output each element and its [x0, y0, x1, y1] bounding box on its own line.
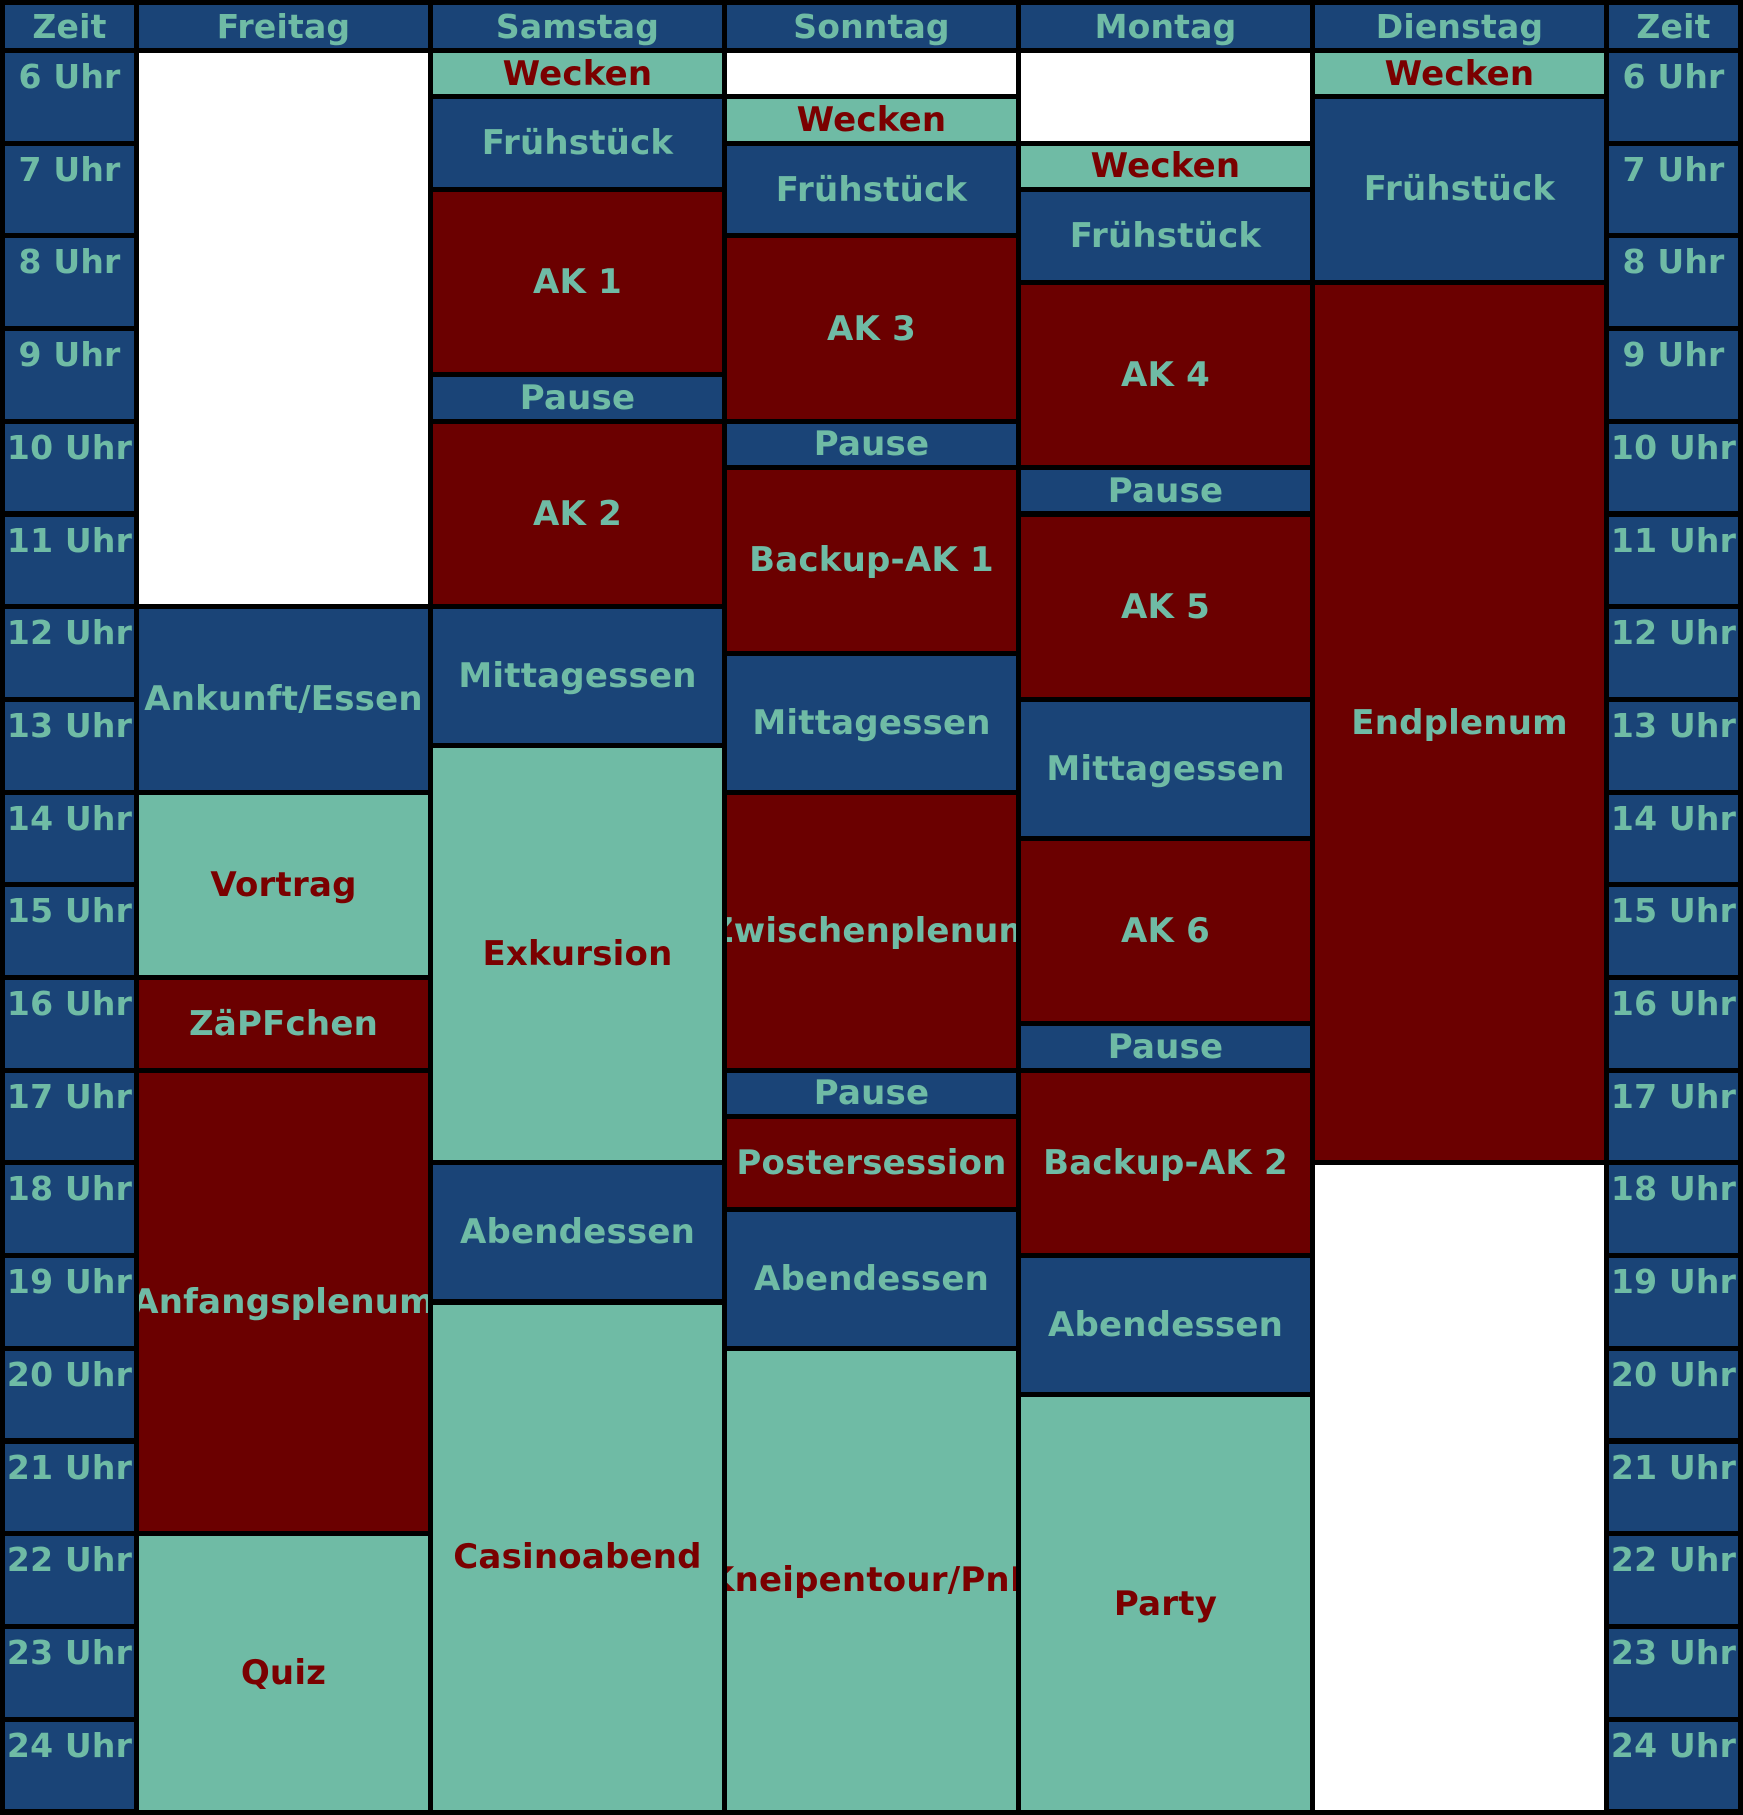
time-label-right-16: 16 Uhr: [1609, 980, 1738, 1068]
time-label-right-14: 14 Uhr: [1609, 794, 1738, 883]
event-freitag-anfangsplenum: Anfangsplenum: [139, 1072, 428, 1532]
time-label-left-17: 17 Uhr: [5, 1072, 134, 1161]
time-label-left-7: 7 Uhr: [5, 145, 134, 234]
day-header-friday: Freitag: [139, 5, 428, 48]
event-sonntag-abendessen: Abendessen: [727, 1211, 1016, 1346]
event-sonntag-pause: Pause: [727, 423, 1016, 466]
time-label-right-24: 24 Uhr: [1609, 1721, 1738, 1810]
event-montag-pause: Pause: [1021, 470, 1310, 512]
time-label-right-7: 7 Uhr: [1609, 145, 1738, 234]
event-sonntag-postersession: Postersession: [727, 1119, 1016, 1207]
time-label-left-20: 20 Uhr: [5, 1350, 134, 1439]
time-label-left-21: 21 Uhr: [5, 1443, 134, 1532]
time-label-right-21: 21 Uhr: [1609, 1443, 1738, 1532]
time-label-right-6: 6 Uhr: [1609, 53, 1738, 141]
time-label-right-18: 18 Uhr: [1609, 1165, 1738, 1254]
event-freitag-vortrag: Vortrag: [139, 794, 428, 975]
empty-slot-freitag: [139, 53, 428, 605]
event-samstag-fruehstueck: Frühstück: [433, 99, 722, 187]
time-label-right-15: 15 Uhr: [1609, 887, 1738, 975]
event-montag-ak-5: AK 5: [1021, 516, 1310, 697]
event-sonntag-wecken: Wecken: [727, 99, 1016, 141]
time-label-left-10: 10 Uhr: [5, 423, 134, 512]
time-label-right-10: 10 Uhr: [1609, 423, 1738, 512]
time-label-left-9: 9 Uhr: [5, 331, 134, 419]
event-dienstag-fruehstueck: Frühstück: [1315, 99, 1604, 280]
time-label-left-16: 16 Uhr: [5, 980, 134, 1068]
event-montag-fruehstueck: Frühstück: [1021, 192, 1310, 280]
time-label-right-23: 23 Uhr: [1609, 1628, 1738, 1717]
time-label-right-9: 9 Uhr: [1609, 331, 1738, 419]
event-montag-abendessen: Abendessen: [1021, 1258, 1310, 1393]
event-sonntag-fruehstueck: Frühstück: [727, 145, 1016, 234]
event-sonntag-mittagessen: Mittagessen: [727, 655, 1016, 790]
empty-slot-sonntag: [727, 53, 1016, 95]
day-header-saturday: Samstag: [433, 5, 722, 48]
event-montag-mittagessen: Mittagessen: [1021, 701, 1310, 836]
event-montag-ak-4: AK 4: [1021, 284, 1310, 466]
event-samstag-ak-2: AK 2: [433, 423, 722, 605]
time-label-left-23: 23 Uhr: [5, 1628, 134, 1717]
time-label-right-19: 19 Uhr: [1609, 1258, 1738, 1346]
event-montag-party: Party: [1021, 1397, 1310, 1810]
event-sonntag-kneipentour-pnp: Kneipentour/PnP: [727, 1350, 1016, 1810]
event-montag-backup-ak-2: Backup-AK 2: [1021, 1072, 1310, 1254]
time-label-left-12: 12 Uhr: [5, 609, 134, 697]
day-header-sunday: Sonntag: [727, 5, 1016, 48]
time-label-right-20: 20 Uhr: [1609, 1350, 1738, 1439]
event-samstag-exkursion: Exkursion: [433, 748, 722, 1161]
time-label-left-13: 13 Uhr: [5, 701, 134, 790]
event-montag-ak-6: AK 6: [1021, 841, 1310, 1022]
time-label-right-17: 17 Uhr: [1609, 1072, 1738, 1161]
event-samstag-abendessen: Abendessen: [433, 1165, 722, 1300]
time-label-right-13: 13 Uhr: [1609, 701, 1738, 790]
empty-slot-dienstag: [1315, 1165, 1604, 1810]
time-header-left: Zeit: [5, 5, 134, 48]
time-label-left-24: 24 Uhr: [5, 1721, 134, 1810]
event-sonntag-ak-3: AK 3: [727, 238, 1016, 419]
event-samstag-mittagessen: Mittagessen: [433, 609, 722, 744]
event-samstag-ak-1: AK 1: [433, 192, 722, 373]
event-dienstag-endplenum: Endplenum: [1315, 284, 1604, 1161]
event-sonntag-pause: Pause: [727, 1072, 1016, 1114]
day-header-monday: Montag: [1021, 5, 1310, 48]
event-samstag-pause: Pause: [433, 377, 722, 419]
event-montag-wecken: Wecken: [1021, 145, 1310, 188]
event-samstag-casinoabend: Casinoabend: [433, 1304, 722, 1810]
time-label-left-6: 6 Uhr: [5, 53, 134, 141]
time-label-right-22: 22 Uhr: [1609, 1536, 1738, 1624]
time-label-left-22: 22 Uhr: [5, 1536, 134, 1624]
time-label-right-8: 8 Uhr: [1609, 238, 1738, 327]
event-sonntag-backup-ak-1: Backup-AK 1: [727, 470, 1016, 651]
time-header-right: Zeit: [1609, 5, 1738, 48]
time-label-left-18: 18 Uhr: [5, 1165, 134, 1254]
event-freitag-zaepfchen: ZäPFchen: [139, 980, 428, 1068]
event-sonntag-zwischenplenum: Zwischenplenum: [727, 794, 1016, 1068]
event-samstag-wecken: Wecken: [433, 53, 722, 95]
time-label-right-11: 11 Uhr: [1609, 516, 1738, 605]
time-label-left-14: 14 Uhr: [5, 794, 134, 883]
event-montag-pause: Pause: [1021, 1026, 1310, 1068]
time-label-left-19: 19 Uhr: [5, 1258, 134, 1346]
time-label-right-12: 12 Uhr: [1609, 609, 1738, 697]
time-label-left-15: 15 Uhr: [5, 887, 134, 975]
event-freitag-ankunft-essen: Ankunft/Essen: [139, 609, 428, 790]
day-header-tuesday: Dienstag: [1315, 5, 1604, 48]
empty-slot-montag: [1021, 53, 1310, 141]
time-label-left-8: 8 Uhr: [5, 238, 134, 327]
time-label-left-11: 11 Uhr: [5, 516, 134, 605]
event-dienstag-wecken: Wecken: [1315, 53, 1604, 95]
event-freitag-quiz: Quiz: [139, 1536, 428, 1810]
